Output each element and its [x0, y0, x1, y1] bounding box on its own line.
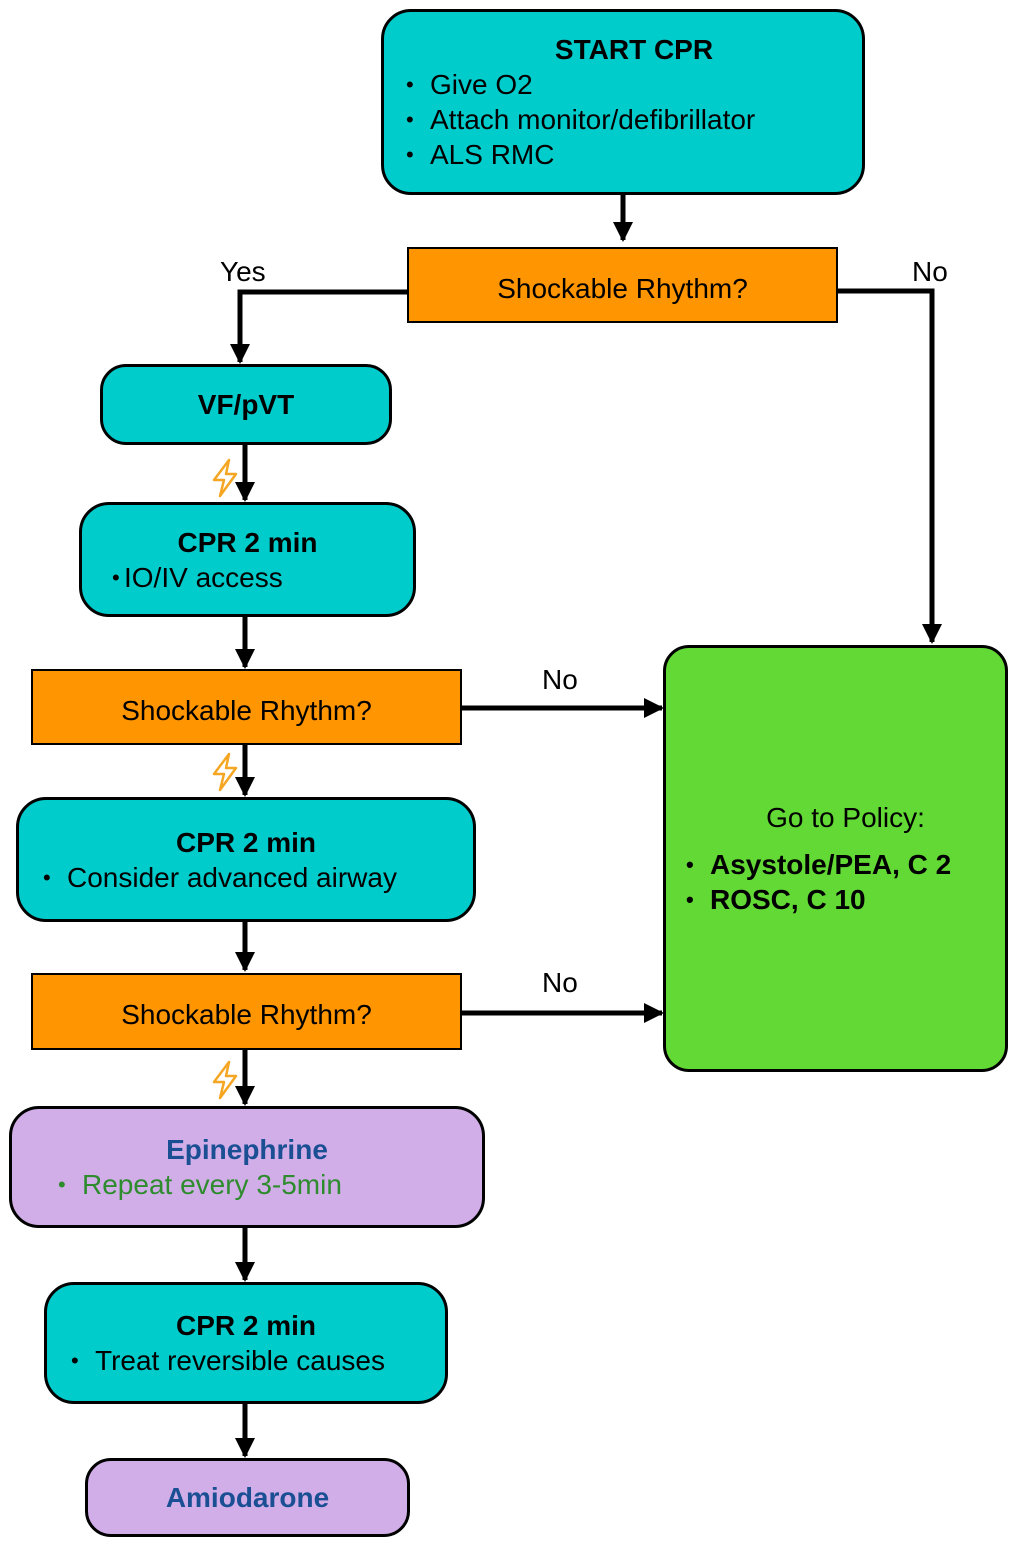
lightning-bolt-icon [212, 458, 238, 498]
start-cpr-title: START CPR [554, 34, 714, 65]
decision-label: Shockable Rhythm? [121, 694, 372, 726]
list-item: Asystole/PEA, C 2 [686, 847, 1005, 882]
vf-pvt-box: VF/pVT [100, 364, 392, 445]
lightning-bolt-icon [212, 752, 238, 792]
list-item: Repeat every 3-5min [58, 1167, 482, 1202]
cpr-2-list: Consider advanced airway [43, 860, 473, 895]
cpr-3-list: Treat reversible causes [71, 1343, 445, 1378]
decision-label: Shockable Rhythm? [497, 272, 748, 304]
start-cpr-list: Give O2 Attach monitor/defibrillator ALS… [406, 67, 862, 172]
cpr-1-title: CPR 2 min [177, 526, 318, 558]
policy-box: Go to Policy: Asystole/PEA, C 2 ROSC, C … [663, 645, 1008, 1072]
policy-list: Asystole/PEA, C 2 ROSC, C 10 [686, 847, 1005, 917]
edge-label-no-top: No [912, 256, 948, 287]
edge-label-yes: Yes [220, 256, 266, 287]
cpr-2-title: CPR 2 min [175, 826, 317, 858]
cpr-2-box: CPR 2 min Consider advanced airway [16, 797, 476, 922]
epinephrine-list: Repeat every 3-5min [58, 1167, 482, 1202]
cpr-3-title: CPR 2 min [175, 1310, 317, 1341]
list-item: IO/IV access [112, 560, 413, 595]
epinephrine-title: Epinephrine [166, 1134, 328, 1165]
list-item: Give O2 [406, 67, 862, 102]
decision-shockable-1: Shockable Rhythm? [407, 247, 838, 323]
arrow-no-to-policy [838, 288, 942, 644]
decision-shockable-3: Shockable Rhythm? [31, 973, 462, 1050]
cpr-1-box: CPR 2 min IO/IV access [79, 502, 416, 617]
lightning-bolt-icon [212, 1060, 238, 1100]
amiodarone-box: Amiodarone [85, 1458, 410, 1537]
list-item: Consider advanced airway [43, 860, 473, 895]
decision-shockable-2: Shockable Rhythm? [31, 669, 462, 745]
list-item: ALS RMC [406, 137, 862, 172]
vf-pvt-title: VF/pVT [197, 389, 295, 420]
amiodarone-title: Amiodarone [165, 1482, 330, 1513]
edge-label-no-2: No [542, 664, 578, 695]
arrow-yes-to-vf [230, 289, 407, 364]
cpr-3-box: CPR 2 min Treat reversible causes [44, 1282, 448, 1404]
decision-label: Shockable Rhythm? [121, 999, 372, 1030]
epinephrine-box: Epinephrine Repeat every 3-5min [9, 1106, 485, 1228]
cpr-1-list: IO/IV access [112, 560, 413, 595]
policy-title: Go to Policy: [766, 802, 925, 833]
list-item: Treat reversible causes [71, 1343, 445, 1378]
edge-label-no-3: No [542, 967, 578, 998]
list-item: Attach monitor/defibrillator [406, 102, 862, 137]
list-item: ROSC, C 10 [686, 882, 1005, 917]
start-cpr-box: START CPR Give O2 Attach monitor/defibri… [381, 9, 865, 195]
